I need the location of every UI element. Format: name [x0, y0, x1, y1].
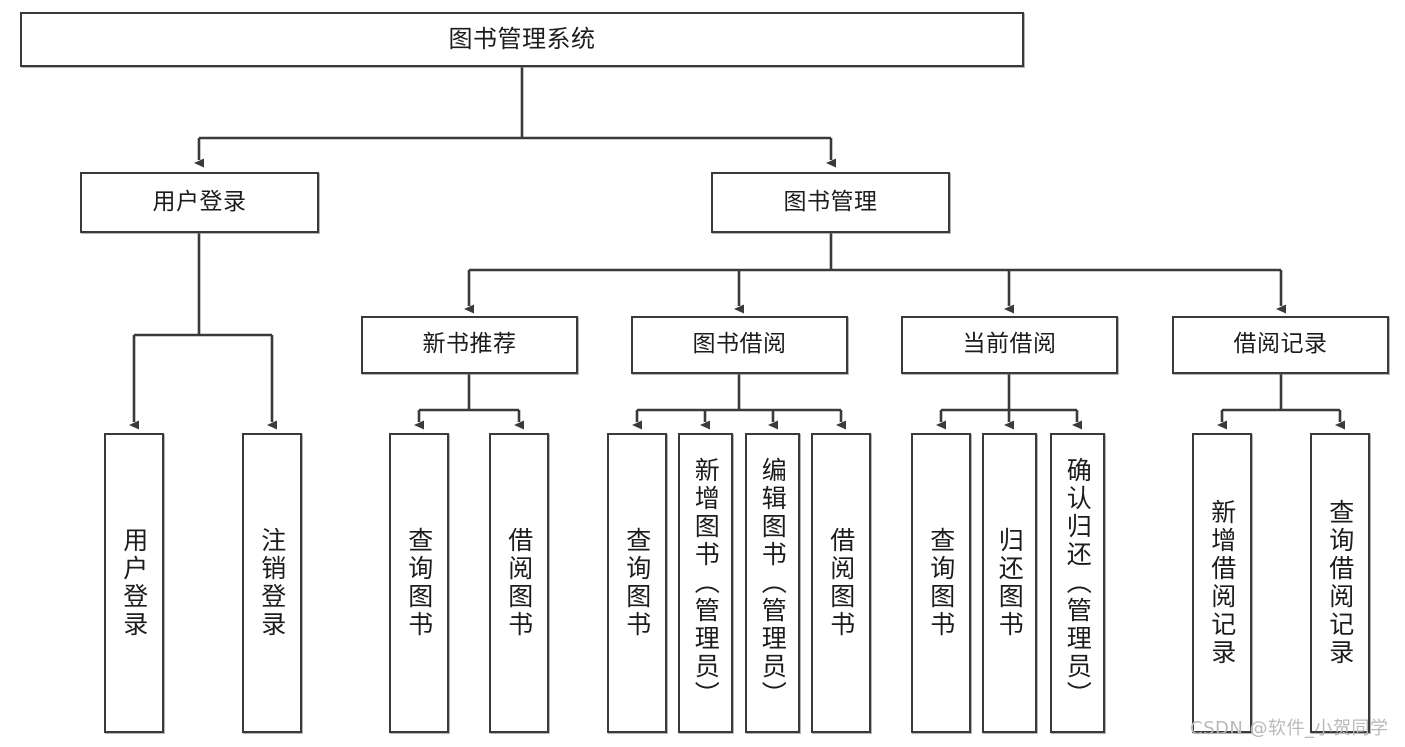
node-leaf-logout-label: 注销登录 — [257, 527, 287, 639]
node-new-book-rec[interactable]: 新书推荐 — [361, 316, 578, 374]
node-borrow-record-label: 借阅记录 — [1233, 331, 1328, 358]
node-book-borrow[interactable]: 图书借阅 — [631, 316, 848, 374]
node-leaf-add-book-label: 新增图书（管理员） — [691, 457, 721, 709]
node-leaf-query-book-3[interactable]: 查询图书 — [911, 433, 971, 733]
node-user-login[interactable]: 用户登录 — [80, 172, 319, 233]
node-leaf-query-book-2[interactable]: 查询图书 — [607, 433, 667, 733]
node-leaf-query-record[interactable]: 查询借阅记录 — [1310, 433, 1370, 733]
node-leaf-query-book-2-label: 查询图书 — [622, 527, 652, 639]
node-book-manage[interactable]: 图书管理 — [711, 172, 950, 233]
node-root[interactable]: 图书管理系统 — [20, 12, 1024, 67]
node-leaf-return-book[interactable]: 归还图书 — [982, 433, 1037, 733]
node-leaf-add-book[interactable]: 新增图书（管理员） — [678, 433, 733, 733]
node-leaf-query-book-1[interactable]: 查询图书 — [389, 433, 449, 733]
node-leaf-query-record-label: 查询借阅记录 — [1325, 499, 1355, 667]
node-borrow-record[interactable]: 借阅记录 — [1172, 316, 1389, 374]
node-leaf-query-book-1-label: 查询图书 — [404, 527, 434, 639]
node-leaf-confirm-return[interactable]: 确认归还（管理员） — [1050, 433, 1105, 733]
node-leaf-edit-book-label: 编辑图书（管理员） — [758, 457, 788, 709]
node-leaf-edit-book[interactable]: 编辑图书（管理员） — [745, 433, 800, 733]
node-leaf-user-login-label: 用户登录 — [119, 527, 149, 639]
node-leaf-borrow-book-1-label: 借阅图书 — [504, 527, 534, 639]
node-current-borrow[interactable]: 当前借阅 — [901, 316, 1118, 374]
node-leaf-confirm-return-label: 确认归还（管理员） — [1063, 457, 1093, 709]
node-book-manage-label: 图书管理 — [783, 188, 878, 215]
node-book-borrow-label: 图书借阅 — [692, 331, 787, 358]
node-root-label: 图书管理系统 — [448, 25, 596, 54]
node-leaf-borrow-book-2-label: 借阅图书 — [826, 527, 856, 639]
node-leaf-add-record-label: 新增借阅记录 — [1207, 499, 1237, 667]
node-leaf-logout[interactable]: 注销登录 — [242, 433, 302, 733]
node-user-login-label: 用户登录 — [152, 188, 247, 215]
node-leaf-add-record[interactable]: 新增借阅记录 — [1192, 433, 1252, 733]
node-leaf-query-book-3-label: 查询图书 — [926, 527, 956, 639]
node-current-borrow-label: 当前借阅 — [962, 331, 1057, 358]
node-leaf-borrow-book-2[interactable]: 借阅图书 — [811, 433, 871, 733]
node-leaf-borrow-book-1[interactable]: 借阅图书 — [489, 433, 549, 733]
node-leaf-user-login[interactable]: 用户登录 — [104, 433, 164, 733]
node-leaf-return-book-label: 归还图书 — [995, 527, 1025, 639]
node-new-book-rec-label: 新书推荐 — [422, 331, 517, 358]
